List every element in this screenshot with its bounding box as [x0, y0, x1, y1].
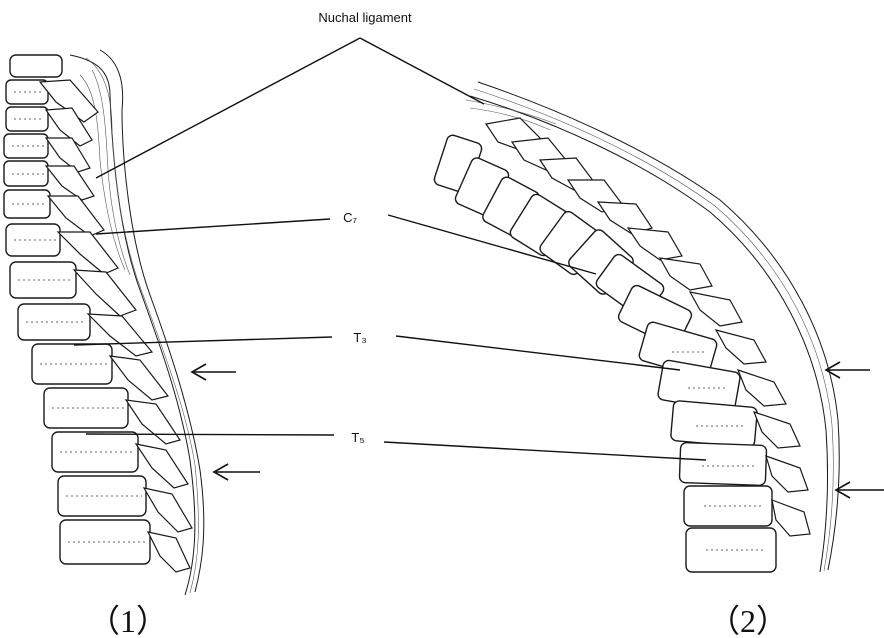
right-spinous-processes [484, 117, 811, 537]
t3-label: T₃ [353, 330, 366, 345]
leader-lines [73, 37, 707, 461]
left-spinous-processes [38, 79, 193, 573]
left-nuchal-ligament [69, 49, 205, 596]
nuchal-leader-right [359, 37, 485, 105]
arrows [190, 361, 884, 499]
t5-leader-right [383, 441, 707, 461]
nuchal-ligament-label: Nuchal ligament [318, 10, 412, 25]
figure-1-caption: （1） [88, 603, 168, 638]
c7-leader-left [95, 218, 331, 235]
t5-label: T₅ [351, 430, 364, 445]
left-arrow-upper [190, 363, 236, 381]
right-arrow-upper [824, 361, 870, 379]
left-arrow-lower [212, 463, 260, 481]
figure-2-caption: （2） [708, 603, 788, 638]
right-spine-figure [433, 81, 840, 573]
c7-label: C₇ [343, 210, 357, 225]
left-vertebrae [3, 54, 151, 565]
nuchal-leader-left [95, 37, 361, 179]
t3-leader-right [395, 335, 681, 371]
right-arrow-lower [834, 481, 884, 499]
t5-leader-left [85, 433, 335, 436]
t3-leader-left [73, 336, 333, 346]
right-nuchal-ligament [465, 81, 840, 573]
right-vertebrae [433, 134, 777, 573]
left-spine-figure [3, 49, 205, 596]
c7-leader-right [387, 214, 597, 275]
